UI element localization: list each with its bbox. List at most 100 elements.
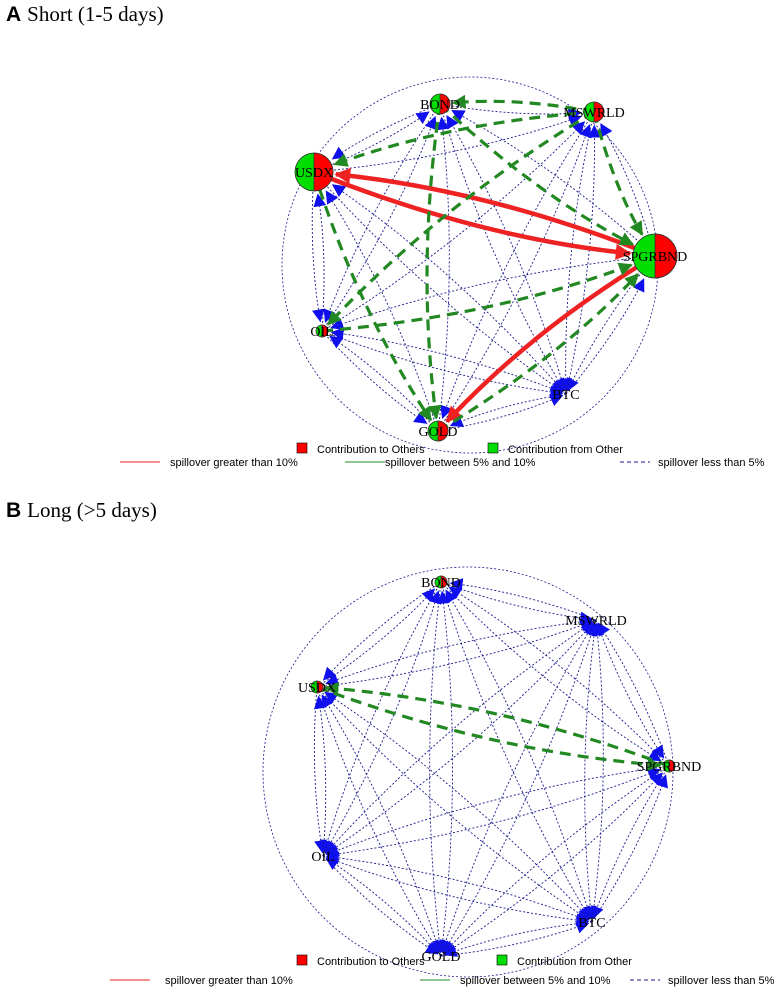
spillover-edge-medium bbox=[437, 273, 640, 433]
spillover-edge-low bbox=[311, 171, 325, 323]
spillover-edge-low bbox=[316, 619, 594, 688]
legend-label-low: spillover less than 5% bbox=[668, 975, 775, 987]
spillover-edge-low bbox=[440, 921, 590, 957]
node-contribution-to-others bbox=[316, 680, 324, 694]
legend-swatch-to-others bbox=[296, 954, 308, 966]
spillover-edge-medium bbox=[312, 171, 433, 422]
spillover-edge-low bbox=[323, 103, 441, 323]
spillover-edge-low bbox=[325, 851, 593, 923]
spillover-edge-low bbox=[322, 590, 442, 857]
node-label: USDX bbox=[295, 166, 333, 181]
node-contribution-to-others bbox=[654, 233, 678, 279]
spillover-edge-low bbox=[591, 774, 668, 923]
spillover-edge-low bbox=[322, 581, 442, 681]
legend-label-high: spillover greater than 10% bbox=[170, 457, 298, 469]
spillover-edge-high bbox=[445, 254, 657, 424]
spillover-edge-low bbox=[429, 581, 446, 954]
spillover-edge-low bbox=[321, 330, 564, 399]
node-label: GOLD bbox=[419, 425, 458, 440]
spillover-edge-low bbox=[437, 123, 592, 432]
legend-swatch-from-other bbox=[487, 442, 499, 454]
node-gold: GOLD bbox=[422, 950, 461, 965]
node-contribution-to-others bbox=[440, 575, 448, 589]
spillover-edge-medium bbox=[316, 685, 662, 772]
node-oil: OIL bbox=[310, 324, 334, 340]
spillover-edge-low bbox=[322, 855, 590, 927]
panel-title-text: Short (1-5 days) bbox=[27, 2, 164, 26]
spillover-edge-low bbox=[316, 588, 436, 688]
spillover-edge-low bbox=[597, 622, 670, 767]
node-btc: BTC bbox=[578, 916, 605, 931]
node-label: OIL bbox=[311, 850, 334, 865]
spillover-edge-low bbox=[565, 124, 602, 395]
spillover-edge-low bbox=[316, 686, 440, 954]
legend-label-medium: spillover between 5% and 10% bbox=[385, 457, 536, 469]
spillover-edge-low bbox=[325, 619, 597, 686]
spillover-edge-low bbox=[321, 115, 438, 332]
node-label: MSWRLD bbox=[565, 614, 626, 629]
spillover-edge-low bbox=[330, 255, 656, 330]
node-usdx: USDX bbox=[298, 680, 336, 696]
spillover-edge-medium bbox=[425, 103, 442, 420]
panel-title-text: Long (>5 days) bbox=[27, 498, 157, 522]
spillover-edge-low bbox=[322, 767, 661, 857]
spillover-edge-high bbox=[313, 169, 632, 260]
legend-label-to-others: Contribution to Others bbox=[317, 956, 425, 968]
legend-label-from-other: Contribution from Other bbox=[508, 444, 623, 456]
node-label: OIL bbox=[310, 325, 333, 340]
spillover-edge-low bbox=[440, 581, 662, 762]
node-mswrld: MSWRLD bbox=[563, 101, 625, 123]
spillover-edge-low bbox=[331, 103, 441, 160]
spillover-edge-low bbox=[449, 578, 597, 621]
spillover-edge-low bbox=[437, 394, 564, 432]
spillover-edge-low bbox=[321, 694, 442, 957]
spillover-edge-low bbox=[565, 278, 645, 395]
node-spgrbnd: SPGRBND bbox=[623, 233, 687, 279]
node-mswrld: MSWRLD bbox=[565, 614, 626, 629]
legend-swatch-to-others bbox=[296, 442, 308, 454]
spillover-edge-low bbox=[313, 686, 328, 854]
spillover-edge-medium bbox=[451, 94, 595, 114]
spillover-edge-low bbox=[559, 111, 595, 392]
node-spgrbnd: SPGRBND bbox=[637, 759, 702, 775]
spillover-edge-low bbox=[321, 330, 428, 424]
node-label: SPGRBND bbox=[637, 760, 702, 775]
node-usdx: USDX bbox=[294, 152, 334, 192]
spillover-edge-low bbox=[313, 193, 327, 332]
spillover-edge-low bbox=[321, 581, 442, 854]
spillover-edge-low bbox=[445, 589, 593, 923]
node-contribution-to-others bbox=[313, 152, 334, 192]
spillover-edge-low bbox=[325, 765, 670, 857]
spillover-edge-low bbox=[329, 335, 439, 432]
spillover-edge-low bbox=[324, 619, 597, 855]
spillover-edge-low bbox=[321, 121, 586, 332]
node-contribution-to-others bbox=[321, 324, 329, 338]
legend-label-low: spillover less than 5% bbox=[658, 457, 765, 469]
spillover-edge-low bbox=[322, 621, 595, 857]
spillover-edge-low bbox=[440, 772, 664, 957]
node-label: BOND bbox=[420, 98, 460, 113]
node-bond: BOND bbox=[420, 93, 460, 115]
spillover-edge-low bbox=[322, 855, 439, 955]
spillover-edge-low bbox=[567, 255, 656, 392]
spillover-edge-medium bbox=[321, 262, 633, 333]
node-contribution-to-others bbox=[593, 101, 605, 123]
legend-label-from-other: Contribution from Other bbox=[517, 956, 632, 968]
spillover-edge-low bbox=[439, 103, 565, 392]
network-ring bbox=[262, 566, 674, 978]
spillover-edge-low bbox=[316, 686, 590, 921]
node-label: GOLD bbox=[422, 950, 461, 965]
spillover-edge-low bbox=[439, 103, 582, 121]
node-contribution-to-others bbox=[439, 93, 451, 115]
node-label: BOND bbox=[421, 576, 461, 591]
legend-label-to-others: Contribution to Others bbox=[317, 444, 425, 456]
spillover-edge-low bbox=[446, 114, 567, 395]
node-contribution-to-others bbox=[668, 759, 676, 773]
node-label: MSWRLD bbox=[563, 106, 624, 121]
spillover-edge-low bbox=[437, 590, 453, 957]
spillover-network-long: BONDMSWRLDUSDXSPGRBNDOILBTCGOLDContribut… bbox=[110, 566, 775, 987]
spillover-edge-low bbox=[443, 921, 593, 957]
